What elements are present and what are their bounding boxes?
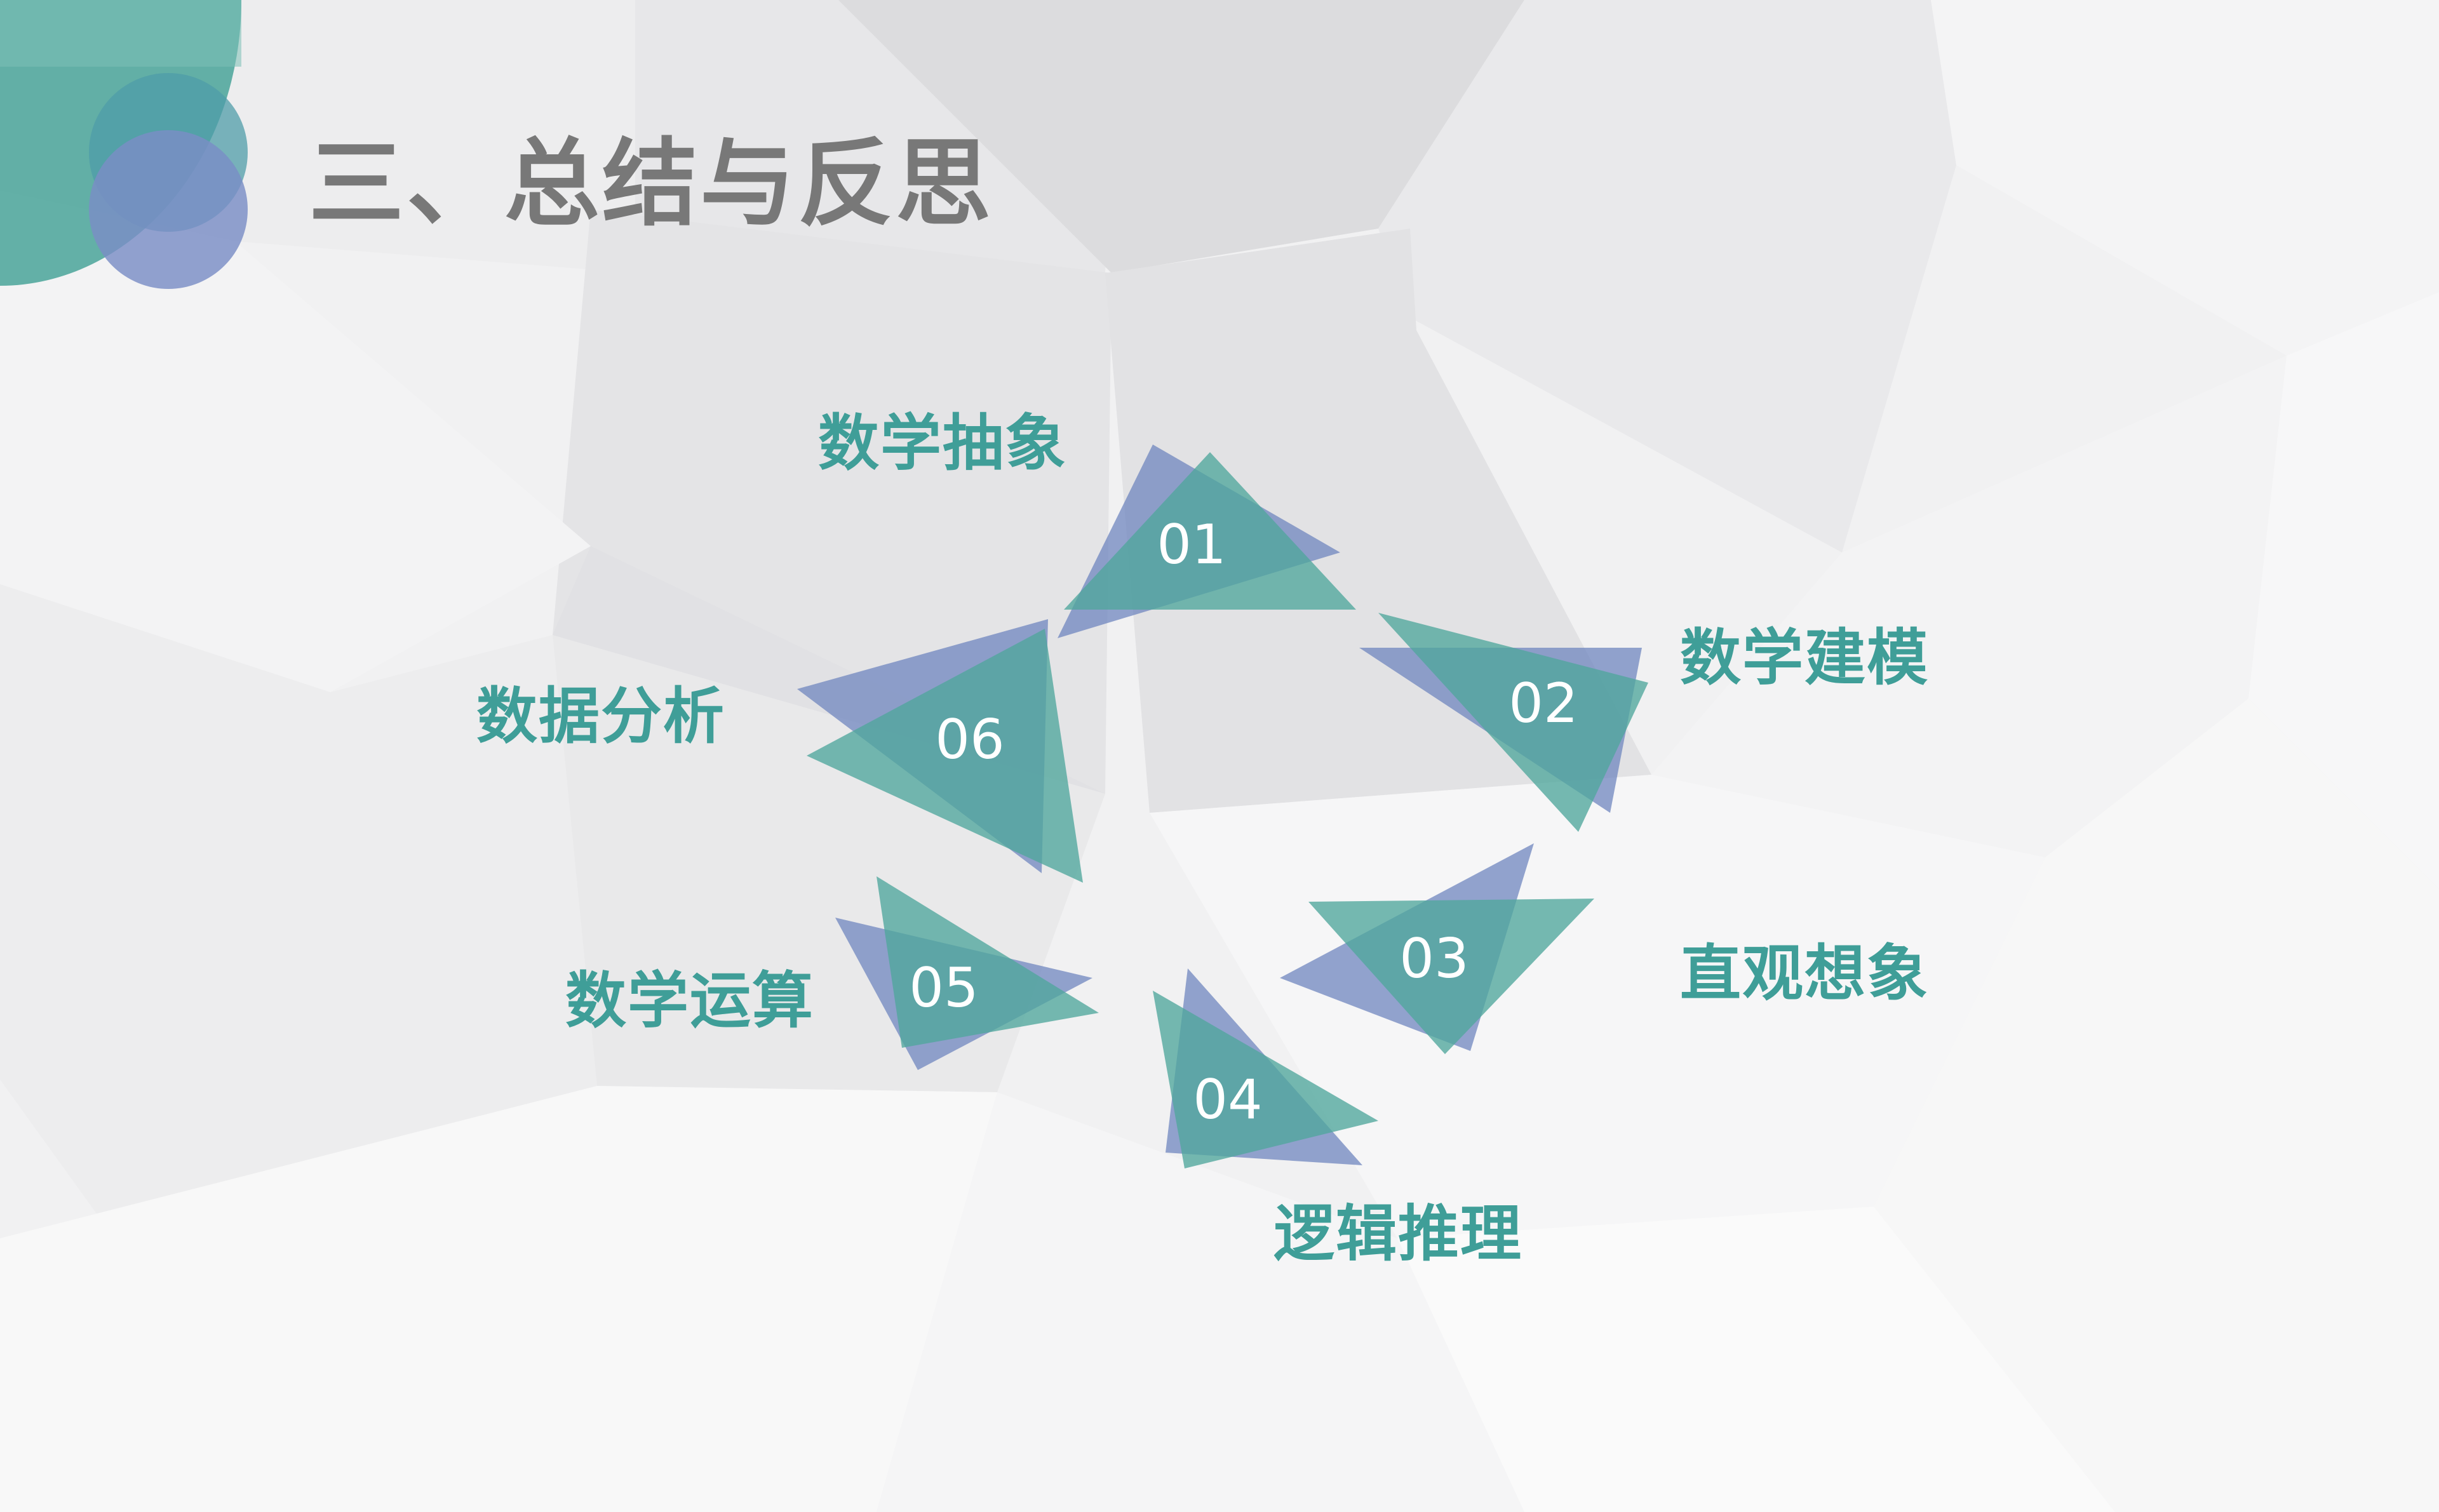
step-number-05: 05 <box>909 956 979 1020</box>
triangle-pair-03 <box>1280 843 1594 1054</box>
step-number-02: 02 <box>1508 672 1578 735</box>
step-number-03: 03 <box>1399 927 1469 991</box>
step-label-04: 逻辑推理 <box>1273 1198 1522 1269</box>
step-label-03: 直观想象 <box>1680 938 1929 1009</box>
triangle-pair-02 <box>1359 613 1648 832</box>
step-number-06: 06 <box>935 708 1005 772</box>
step-label-06: 数据分析 <box>476 681 725 752</box>
step-label-02: 数学建模 <box>1680 622 1929 693</box>
step-number-04: 04 <box>1193 1068 1263 1132</box>
triangle-pair-04 <box>1153 968 1378 1168</box>
step-label-05: 数学运算 <box>565 965 814 1036</box>
step-label-01: 数学抽象 <box>818 408 1067 479</box>
page-title: 三、总结与反思 <box>309 129 994 239</box>
triangle-pair-06 <box>797 619 1083 883</box>
step-number-01: 01 <box>1157 513 1226 577</box>
triangle-pair-01 <box>1058 445 1356 638</box>
triangle-pair-05 <box>835 876 1099 1070</box>
